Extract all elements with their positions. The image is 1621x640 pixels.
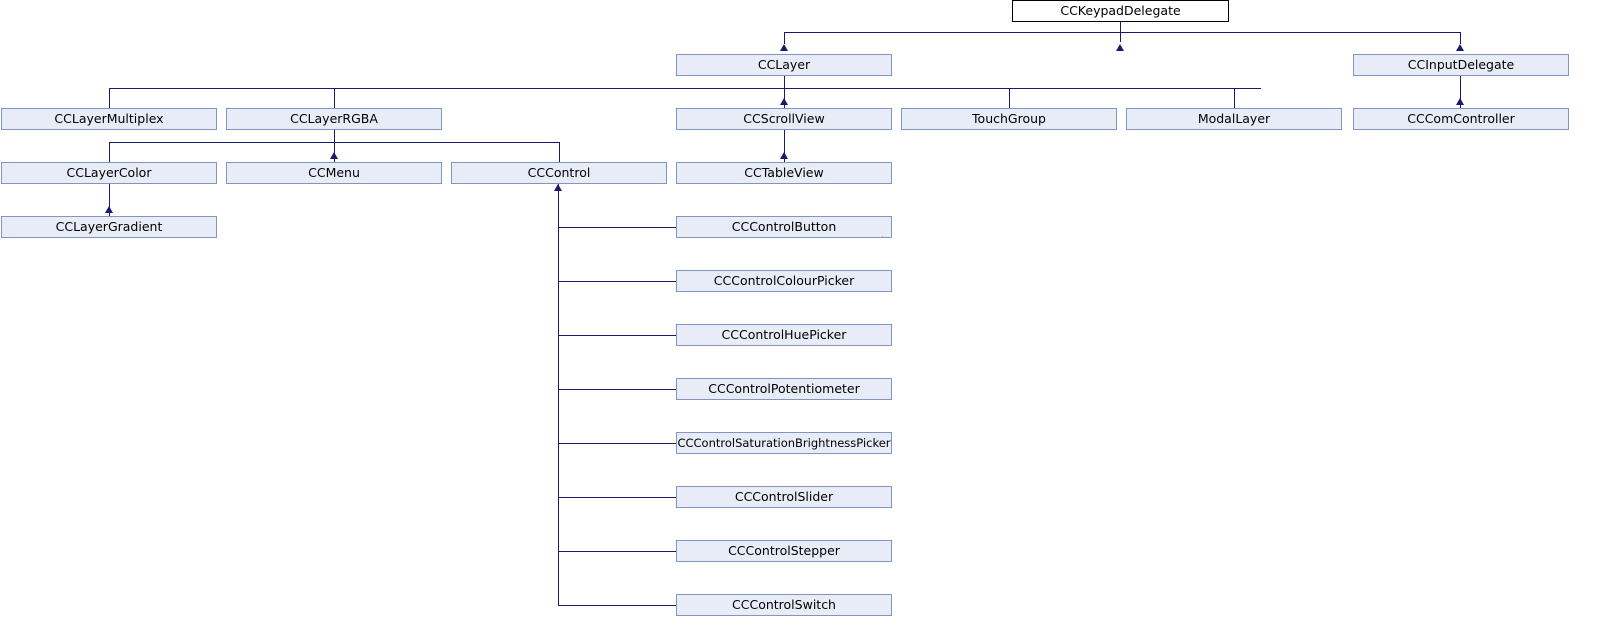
class-node-cclayermultiplex[interactable]: CCLayerMultiplex [1, 108, 217, 130]
connector-line-horizontal [558, 335, 676, 336]
connector-line-vertical [334, 88, 335, 108]
class-node-touchgroup[interactable]: TouchGroup [901, 108, 1117, 130]
connector-line-horizontal [558, 227, 676, 228]
connector-line-vertical [784, 76, 785, 98]
connector-line-vertical [1120, 22, 1121, 32]
class-node-cclayerrgba[interactable]: CCLayerRGBA [226, 108, 442, 130]
connector-line-horizontal [109, 88, 1261, 89]
class-node-cccontrolsatbright[interactable]: CCControlSaturationBrightnessPicker [676, 432, 892, 454]
class-node-cclayer[interactable]: CCLayer [676, 54, 892, 76]
connector-line-horizontal [558, 443, 676, 444]
inheritance-arrow-icon [554, 184, 562, 191]
class-node-ccscrollview[interactable]: CCScrollView [676, 108, 892, 130]
connector-line-horizontal [558, 551, 676, 552]
class-node-cccontrolstepper[interactable]: CCControlStepper [676, 540, 892, 562]
class-node-cckeypaddelegate[interactable]: CCKeypadDelegate [1012, 0, 1229, 22]
inheritance-arrow-icon [1116, 44, 1124, 51]
class-node-cccontrolbutton[interactable]: CCControlButton [676, 216, 892, 238]
class-node-cctableview[interactable]: CCTableView [676, 162, 892, 184]
inheritance-arrow-icon [1456, 44, 1464, 51]
connector-line-vertical [109, 184, 110, 216]
connector-line-vertical [1460, 76, 1461, 108]
connector-line-vertical [1009, 88, 1010, 108]
class-node-cclayercolor[interactable]: CCLayerColor [1, 162, 217, 184]
connector-line-horizontal [558, 281, 676, 282]
connector-line-horizontal [558, 389, 676, 390]
class-node-modallayer[interactable]: ModalLayer [1126, 108, 1342, 130]
connector-line-vertical [109, 142, 110, 162]
class-node-ccmenu[interactable]: CCMenu [226, 162, 442, 184]
inheritance-arrow-icon [780, 152, 788, 159]
connector-line-vertical [784, 32, 785, 44]
connector-line-vertical [559, 142, 560, 162]
inheritance-arrow-icon [330, 152, 338, 159]
connector-line-horizontal [558, 605, 676, 606]
class-node-cccontrolslider[interactable]: CCControlSlider [676, 486, 892, 508]
connector-line-vertical [1234, 88, 1235, 108]
class-node-cccontrolcolourpicker[interactable]: CCControlColourPicker [676, 270, 892, 292]
class-node-cccontrolhuepicker[interactable]: CCControlHuePicker [676, 324, 892, 346]
connector-line-vertical [334, 130, 335, 142]
class-node-cccontrolswitch[interactable]: CCControlSwitch [676, 594, 892, 616]
connector-line-vertical [784, 130, 785, 162]
inheritance-arrow-icon [780, 98, 788, 105]
inheritance-arrow-icon [780, 44, 788, 51]
inheritance-arrow-icon [1456, 98, 1464, 105]
class-node-cccontrolpotentiometer[interactable]: CCControlPotentiometer [676, 378, 892, 400]
connector-line-horizontal [784, 32, 1461, 33]
connector-line-horizontal [558, 497, 676, 498]
class-node-cclayergradient[interactable]: CCLayerGradient [1, 216, 217, 238]
class-node-cccomcontroller[interactable]: CCComController [1353, 108, 1569, 130]
class-node-cccontrol[interactable]: CCControl [451, 162, 667, 184]
connector-line-vertical [109, 88, 110, 108]
connector-line-vertical [1460, 32, 1461, 44]
class-node-ccinputdelegate[interactable]: CCInputDelegate [1353, 54, 1569, 76]
connector-line-vertical [558, 184, 559, 605]
inheritance-arrow-icon [105, 206, 113, 213]
